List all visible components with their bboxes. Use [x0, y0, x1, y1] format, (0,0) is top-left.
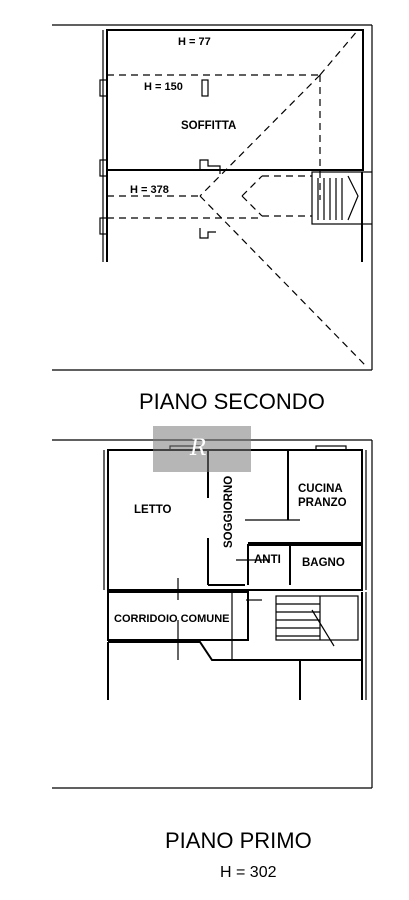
- room-label-letto: LETTO: [134, 504, 172, 516]
- lower-floor-title: PIANO PRIMO: [165, 828, 312, 853]
- room-label-bagno: BAGNO: [302, 557, 345, 569]
- watermark: R: [153, 426, 251, 472]
- room-label-soffitta: SOFFITTA: [181, 120, 236, 132]
- height-label-378: H = 378: [130, 184, 169, 196]
- height-label-77: H = 77: [178, 36, 211, 48]
- upper-floor-title: PIANO SECONDO: [139, 389, 325, 414]
- room-label-cucina: CUCINA: [298, 483, 343, 495]
- height-label-150: H = 150: [144, 81, 183, 93]
- room-label-pranzo: PRANZO: [298, 497, 347, 509]
- lower-floor-height: H = 302: [220, 864, 277, 881]
- room-label-anti: ANTI: [254, 554, 281, 566]
- lower-floor-plan: LETTO SOGGIORNO CUCINA PRANZO ANTI BAGNO…: [52, 439, 373, 789]
- watermark-logo: R: [189, 436, 207, 461]
- room-label-corridoio: CORRIDOIO COMUNE: [114, 613, 230, 625]
- chimney-icon: [201, 79, 209, 97]
- attic-outline: [106, 29, 364, 171]
- upper-floor-plan: H = 77 H = 150 SOFFITTA H = 378: [52, 24, 373, 371]
- lower-stairs: [275, 595, 359, 647]
- room-label-soggiorno: SOGGIORNO: [223, 476, 235, 548]
